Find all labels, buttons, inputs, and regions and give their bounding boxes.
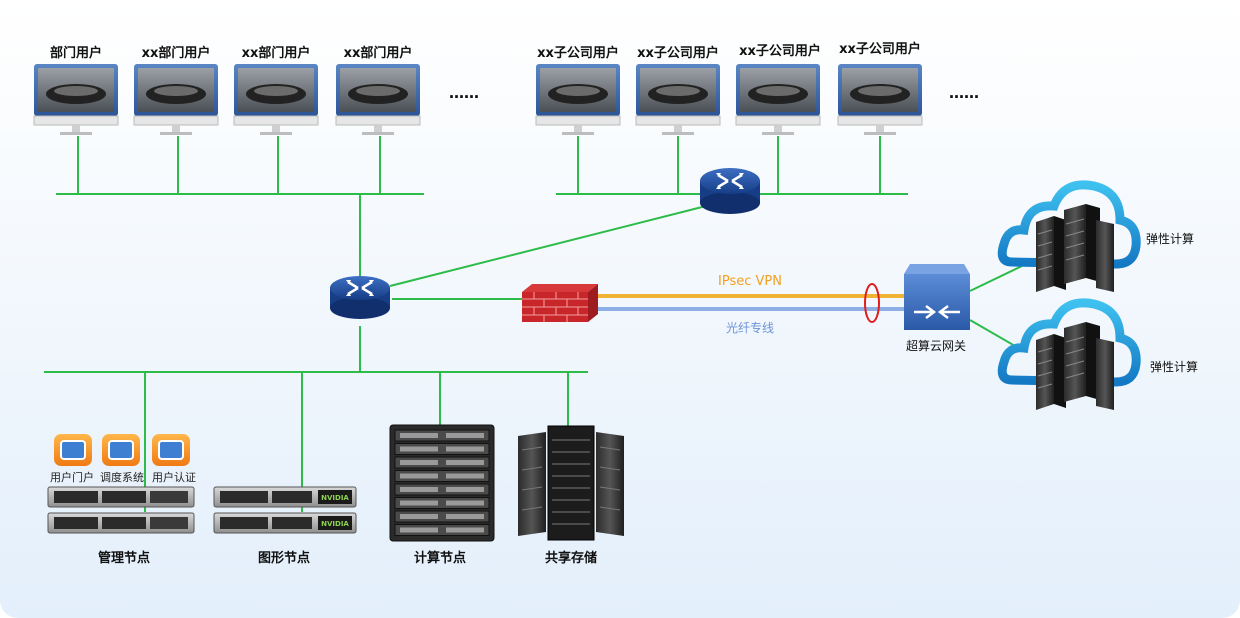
- user-label: xx子公司用户: [537, 45, 619, 61]
- node-label: 图形节点: [258, 550, 310, 566]
- cloud-label: 弹性计算: [1150, 359, 1198, 374]
- elastic-compute-cloud-2: [997, 298, 1141, 410]
- nvidia-logo: NVIDIA: [321, 520, 349, 528]
- user-label: xx部门用户: [142, 45, 211, 61]
- blade: [394, 497, 490, 509]
- elastic-compute-cloud-1: [997, 180, 1141, 292]
- router-link: [389, 204, 711, 287]
- ellipsis: ……: [949, 84, 979, 102]
- blade: [394, 510, 490, 523]
- ipsec-vpn-label: IPsec VPN: [718, 274, 782, 289]
- blade-vent: [446, 446, 484, 452]
- blade-vent: [400, 500, 438, 506]
- blade-vent: [400, 446, 438, 452]
- blade-vent: [400, 527, 438, 533]
- software-label: 用户门户: [50, 470, 94, 484]
- blade-vent: [446, 433, 484, 438]
- nvidia-logo: NVIDIA: [321, 494, 349, 502]
- blade-vent: [400, 514, 438, 519]
- blade-vent: [446, 514, 484, 519]
- user-label: xx子公司用户: [739, 43, 821, 59]
- node-label: 计算节点: [414, 550, 466, 566]
- workstation: [535, 64, 621, 135]
- storage-racks: [518, 425, 624, 541]
- blade-vent: [400, 487, 438, 492]
- software-label: 调度系统: [100, 470, 144, 484]
- workstation: [837, 64, 923, 135]
- management-servers: [47, 486, 195, 534]
- workstation: [233, 64, 319, 135]
- fiber-label: 光纤专线: [726, 320, 774, 335]
- gateway-label: 超算云网关: [906, 338, 966, 353]
- wan-links: IPsec VPN 光纤专线: [598, 274, 905, 335]
- core-router-icon: [330, 276, 390, 319]
- blade-vent: [446, 500, 484, 506]
- node-label: 管理节点: [98, 550, 150, 566]
- blade: [394, 470, 490, 482]
- lan-lines: [44, 136, 1023, 512]
- workstation: [33, 64, 119, 135]
- gateway-icon: [904, 264, 970, 330]
- user-portal-icon: [54, 434, 92, 466]
- blade-vent: [446, 487, 484, 492]
- user-label: xx子公司用户: [637, 45, 719, 61]
- firewall-icon: [522, 284, 598, 322]
- blade-vent: [446, 527, 484, 533]
- blade-vent: [400, 473, 438, 479]
- gateway-cloud-link-1: [969, 265, 1023, 292]
- workstation: [133, 64, 219, 135]
- blade-vent: [446, 460, 484, 465]
- workstation: [735, 64, 821, 135]
- software-label: 用户认证: [152, 470, 196, 484]
- user-label: xx部门用户: [242, 45, 311, 61]
- blade-vent: [446, 473, 484, 479]
- link-highlight-ring: [864, 283, 880, 323]
- subsidiary-workstations: xx子公司用户 xx子公司用户 xx子公司用户 xx子公司用户 ……: [535, 41, 979, 135]
- blade: [394, 429, 490, 442]
- branch-router-icon: [700, 168, 760, 214]
- scheduler-icon: [102, 434, 140, 466]
- workstation: [635, 64, 721, 135]
- auth-icon: [152, 434, 190, 466]
- blade: [394, 524, 490, 536]
- user-label: 部门用户: [50, 45, 102, 61]
- cloud-label: 弹性计算: [1146, 231, 1194, 246]
- blade-vent: [400, 433, 438, 438]
- graphics-servers: NVIDIA NVIDIA: [213, 486, 357, 534]
- software-icons: 用户门户 调度系统 用户认证: [50, 434, 196, 484]
- department-workstations: 部门用户 xx部门用户 xx部门用户 xx部门用户 ……: [33, 45, 479, 135]
- compute-chassis: [389, 424, 495, 542]
- user-label: xx子公司用户: [839, 41, 921, 57]
- node-label: 共享存储: [545, 550, 597, 566]
- blade: [394, 443, 490, 455]
- blade-vent: [400, 460, 438, 465]
- user-label: xx部门用户: [344, 45, 413, 61]
- blade: [394, 483, 490, 496]
- blade: [394, 456, 490, 469]
- ellipsis: ……: [449, 84, 479, 102]
- workstation: [335, 64, 421, 135]
